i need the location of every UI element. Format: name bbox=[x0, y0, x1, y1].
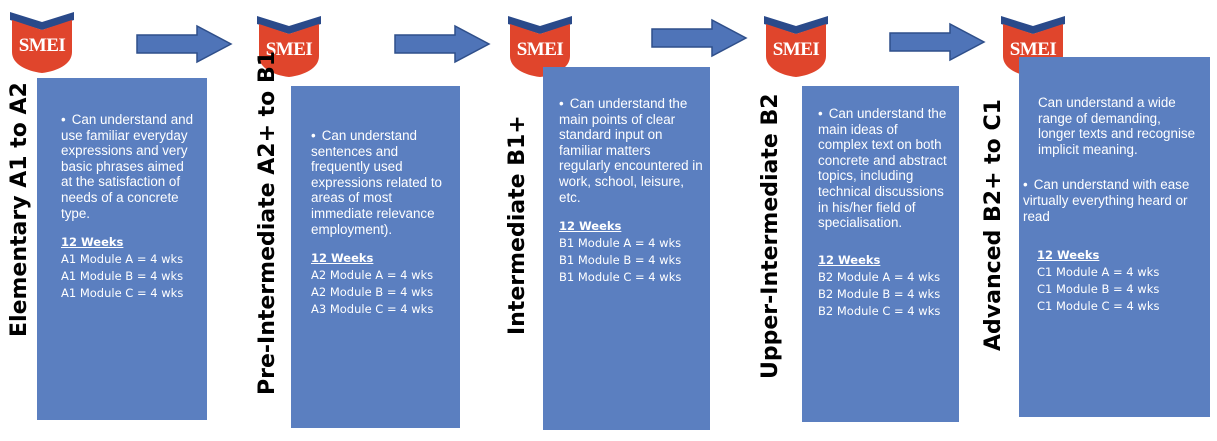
stage-box: •Can understand and use familiar everyda… bbox=[37, 78, 207, 420]
shield-icon bbox=[764, 16, 828, 77]
module-item: A1 Module B = 4 wks bbox=[61, 269, 184, 284]
smei-logo: SMEI bbox=[255, 12, 323, 78]
bullet-icon: • bbox=[311, 128, 316, 143]
description-text: Can understand the main ideas of complex… bbox=[818, 106, 947, 231]
description-list: •Can understand the main ideas of comple… bbox=[818, 106, 951, 231]
description-list: •Can understand the main points of clear… bbox=[559, 96, 704, 205]
smei-logo: SMEI bbox=[762, 12, 830, 78]
stage-box: •Can understand the main points of clear… bbox=[543, 67, 710, 430]
logo-text: SMEI bbox=[18, 35, 66, 56]
shield-icon bbox=[257, 16, 321, 77]
module-item: A2 Module B = 4 wks bbox=[311, 285, 434, 300]
description-text: Can understand and use familiar everyday… bbox=[61, 112, 194, 221]
bullet-icon: • bbox=[818, 106, 823, 121]
description-item: •Can understand with ease virtually ever… bbox=[1023, 177, 1198, 224]
description-item: •Can understand the main points of clear… bbox=[559, 96, 704, 205]
description-list: Can understand a wide range of demanding… bbox=[1023, 95, 1198, 224]
shield-icon bbox=[508, 16, 572, 77]
module-item: A1 Module A = 4 wks bbox=[61, 252, 184, 267]
logo-text: SMEI bbox=[1009, 39, 1057, 60]
duration-label: 12 Weeks bbox=[311, 251, 374, 266]
module-item: C1 Module B = 4 wks bbox=[1037, 282, 1160, 297]
module-item: B2 Module C = 4 wks bbox=[818, 303, 941, 318]
logo-text: SMEI bbox=[516, 39, 564, 60]
smei-logo: SMEI bbox=[506, 12, 574, 78]
shield-icon bbox=[10, 12, 74, 73]
right-arrow-icon bbox=[889, 22, 986, 62]
right-arrow-icon bbox=[651, 18, 748, 58]
description-text: Can understand with ease virtually every… bbox=[1023, 177, 1190, 224]
stage-title: Intermediate B1+ bbox=[505, 115, 530, 335]
description-item: Can understand a wide range of demanding… bbox=[1037, 95, 1198, 157]
stage-box: Can understand a wide range of demanding… bbox=[1019, 57, 1210, 417]
stage-title: Elementary A1 to A2 bbox=[7, 82, 32, 337]
description-list: •Can understand and use familiar everyda… bbox=[61, 112, 197, 221]
description-text: Can understand the main points of clear … bbox=[559, 96, 703, 205]
description-text: Can understand a wide range of demanding… bbox=[1038, 95, 1196, 157]
module-item: A1 Module C = 4 wks bbox=[61, 286, 184, 301]
duration-label: 12 Weeks bbox=[818, 252, 881, 267]
module-item: B1 Module B = 4 wks bbox=[559, 253, 682, 268]
description-list: •Can understand sentences and frequently… bbox=[311, 128, 452, 237]
module-item: B1 Module A = 4 wks bbox=[559, 236, 682, 251]
description-item: •Can understand and use familiar everyda… bbox=[61, 112, 197, 221]
logo-text: SMEI bbox=[265, 39, 313, 60]
logo-text: SMEI bbox=[772, 39, 820, 60]
stage-box: •Can understand sentences and frequently… bbox=[291, 86, 460, 428]
module-item: B1 Module C = 4 wks bbox=[559, 270, 682, 285]
module-item: A3 Module C = 4 wks bbox=[311, 302, 434, 317]
duration-label: 12 Weeks bbox=[61, 235, 124, 250]
module-list: B1 Module A = 4 wks B1 Module B = 4 wks … bbox=[559, 235, 704, 286]
bullet-icon: • bbox=[1023, 177, 1028, 193]
module-item: C1 Module A = 4 wks bbox=[1037, 265, 1160, 280]
bullet-icon: • bbox=[559, 96, 564, 111]
duration-label: 12 Weeks bbox=[1037, 248, 1100, 263]
module-list: C1 Module A = 4 wks C1 Module B = 4 wks … bbox=[1037, 264, 1198, 315]
module-list: B2 Module A = 4 wks B2 Module B = 4 wks … bbox=[818, 269, 951, 320]
description-text: Can understand sentences and frequently … bbox=[311, 128, 443, 237]
module-list: A1 Module A = 4 wks A1 Module B = 4 wks … bbox=[61, 251, 197, 302]
module-list: A2 Module A = 4 wks A2 Module B = 4 wks … bbox=[311, 267, 452, 318]
right-arrow-icon bbox=[136, 24, 233, 64]
module-item: C1 Module C = 4 wks bbox=[1037, 299, 1160, 314]
stage-title: Pre-Intermediate A2+ to B1 bbox=[255, 50, 280, 395]
description-item: •Can understand sentences and frequently… bbox=[311, 128, 452, 237]
module-item: A2 Module A = 4 wks bbox=[311, 268, 434, 283]
description-item: •Can understand the main ideas of comple… bbox=[818, 106, 951, 231]
module-item: B2 Module A = 4 wks bbox=[818, 269, 941, 284]
duration-label: 12 Weeks bbox=[559, 219, 622, 234]
smei-logo: SMEI bbox=[8, 8, 76, 74]
stage-title: Advanced B2+ to C1 bbox=[981, 99, 1006, 351]
module-item: B2 Module B = 4 wks bbox=[818, 286, 941, 301]
stage-box: •Can understand the main ideas of comple… bbox=[802, 86, 959, 422]
bullet-icon: • bbox=[61, 112, 66, 127]
stage-title: Upper-Intermediate B2 bbox=[758, 93, 783, 379]
right-arrow-icon bbox=[394, 24, 491, 64]
